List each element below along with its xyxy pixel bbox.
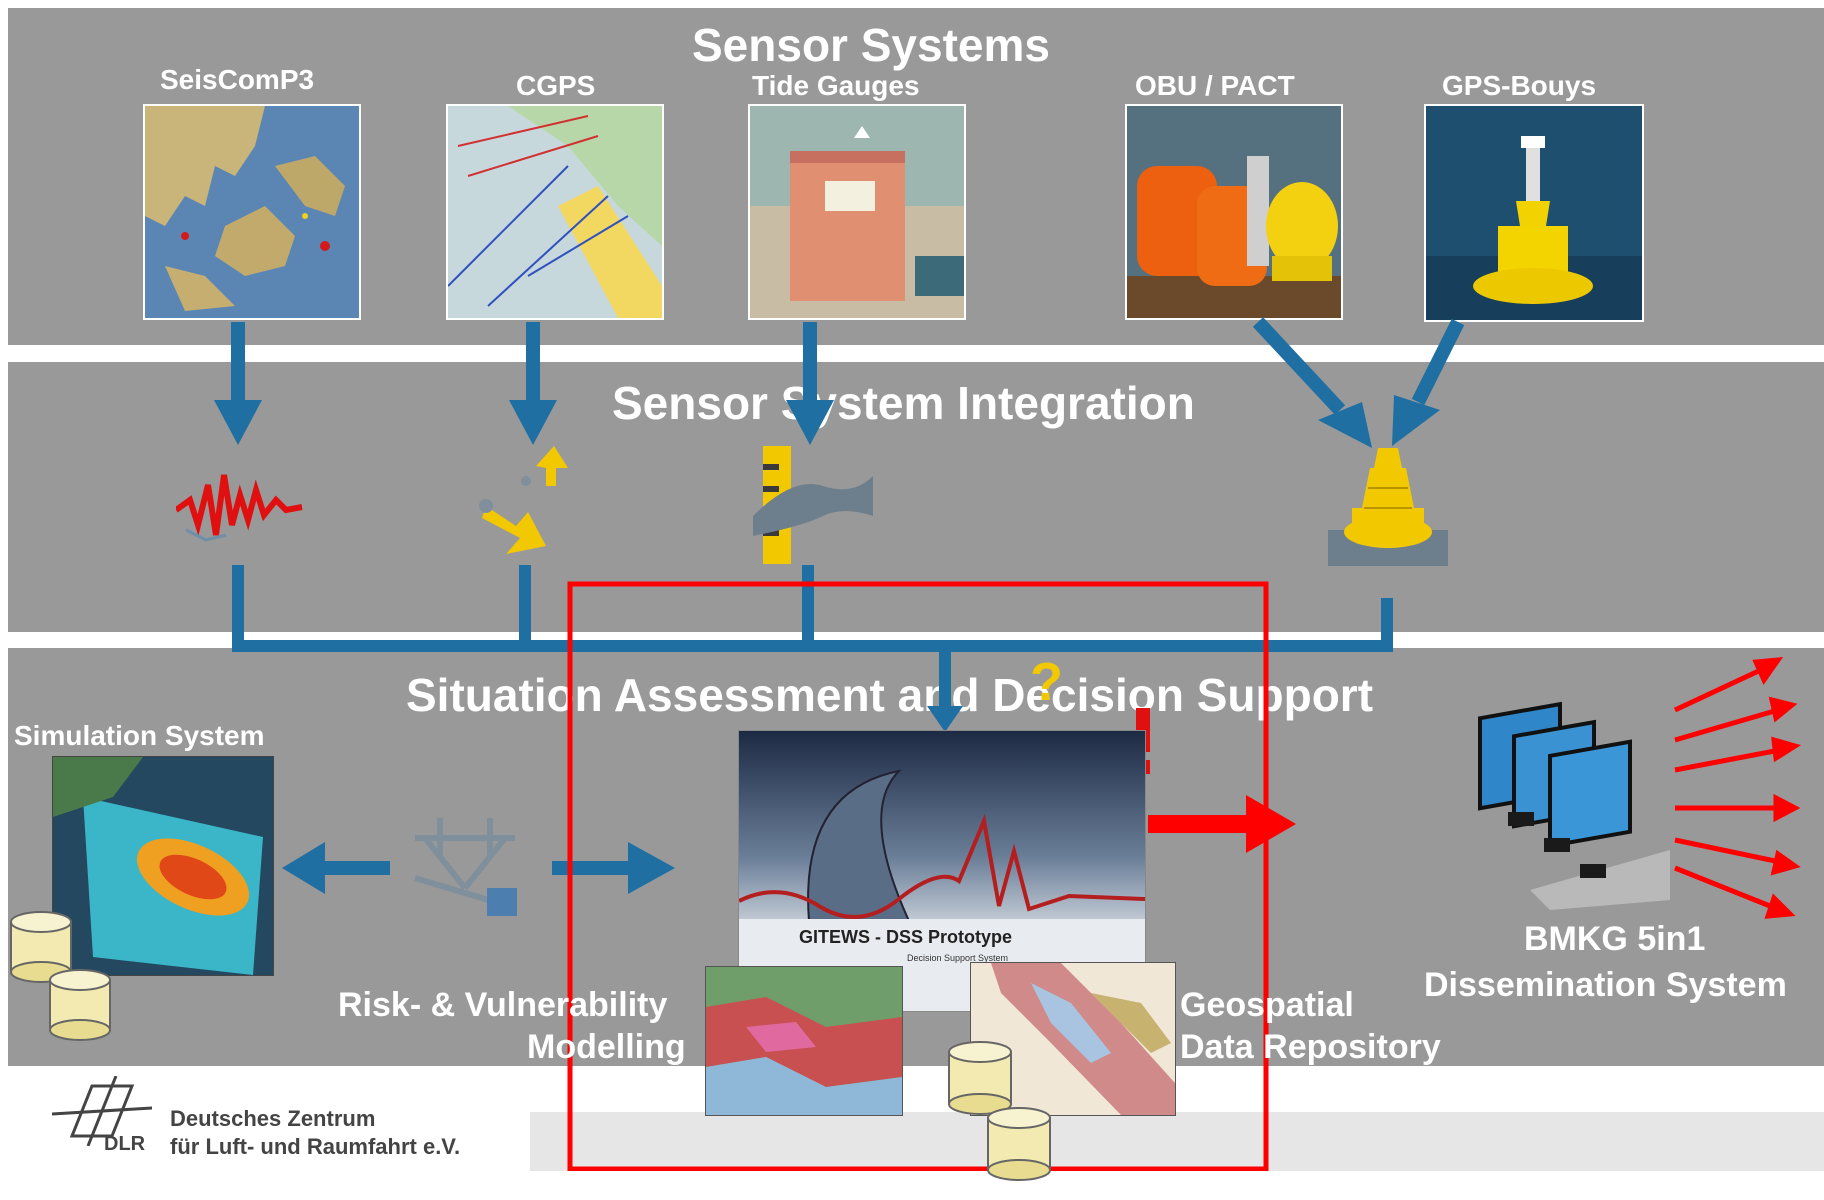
dlr-abbr: DLR (104, 1133, 146, 1155)
svg-text:?: ? (1030, 652, 1063, 712)
bmkg-monitors-icon (1478, 701, 1670, 910)
seiscomp3-map-image (143, 104, 361, 320)
seismogram-icon (176, 474, 303, 542)
footer-band (530, 1112, 1824, 1171)
cgps-map-image (446, 104, 664, 320)
simulation-database-icon (10, 911, 111, 1041)
dlr-line2: für Luft- und Raumfahrt e.V. (170, 1134, 461, 1159)
gps-buoy-photo (1424, 104, 1644, 322)
question-mark-icon: ? (1030, 652, 1063, 712)
tide-gauge-icon (753, 446, 873, 564)
sensor-label-obu-pact: OBU / PACT (1135, 70, 1295, 101)
dss-title: GITEWS - DSS Prototype (799, 927, 1013, 947)
dlr-line1: Deutsches Zentrum (170, 1106, 376, 1131)
tide-gauge-photo (748, 104, 966, 320)
sensor-label-cgps: CGPS (516, 70, 596, 101)
sensor-label-tide-gauges: Tide Gauges (752, 70, 920, 101)
risk-label-line2: Modelling (527, 1028, 686, 1066)
sensor-label-gps-bouys: GPS-Bouys (1442, 70, 1597, 101)
risk-label-line1: Risk- & Vulnerability (338, 986, 668, 1024)
dlr-logo-icon (52, 1076, 152, 1146)
geospatial-database-icon (948, 1041, 1051, 1181)
gps-displacement-icon (479, 446, 568, 554)
simulation-system-label: Simulation System (14, 720, 265, 751)
risk-model-icon (414, 818, 517, 916)
sensor-systems-title: Sensor Systems (692, 19, 1050, 71)
dss-subtitle: Decision Support System (907, 953, 1009, 963)
sensor-label-seiscomp3: SeisComP3 (160, 64, 315, 95)
assessment-title: Situation Assessment and Decision Suppor… (406, 669, 1374, 721)
dss-prototype-panel: GITEWS - DSS Prototype Decision Support … (738, 730, 1146, 1012)
risk-vulnerability-map (705, 966, 903, 1116)
tsunami-simulation-image (52, 756, 274, 976)
bmkg-label-line1: BMKG 5in1 (1524, 920, 1706, 958)
bmkg-label-line2: Dissemination System (1424, 966, 1787, 1004)
buoy-icon (1328, 448, 1448, 566)
obu-pact-photo (1125, 104, 1343, 320)
geo-label-line1: Geospatial (1180, 986, 1354, 1024)
integration-title: Sensor System Integration (612, 377, 1195, 429)
geo-label-line2: Data Repository (1180, 1028, 1441, 1066)
